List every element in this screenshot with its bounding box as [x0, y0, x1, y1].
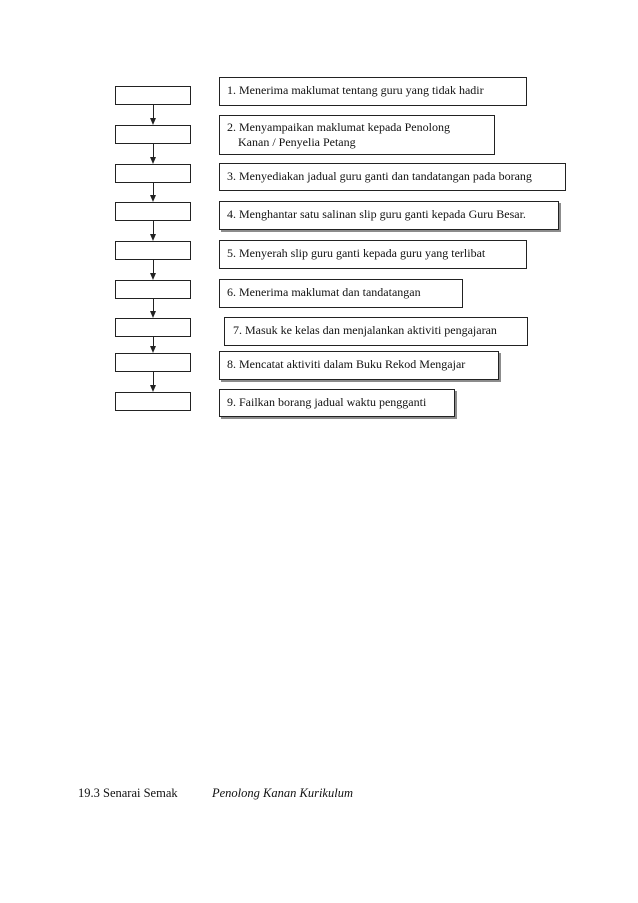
- connector-7: [153, 337, 154, 346]
- step-9-text: 9. Failkan borang jadual waktu pengganti: [227, 395, 427, 409]
- connector-6: [153, 299, 154, 311]
- flow-box-5: [115, 241, 191, 260]
- section-heading: 19.3 Senarai Semak Penolong Kanan Kurikul…: [78, 786, 353, 801]
- step-4-text: 4. Menghantar satu salinan slip guru gan…: [227, 207, 526, 221]
- flow-box-1: [115, 86, 191, 105]
- connector-3: [153, 183, 154, 195]
- section-number-title: 19.3 Senarai Semak: [78, 786, 178, 800]
- step-7: 7. Masuk ke kelas dan menjalankan aktivi…: [224, 317, 528, 346]
- step-1: 1. Menerima maklumat tentang guru yang t…: [219, 77, 527, 106]
- step-2-line2: Kanan / Penyelia Petang: [238, 135, 356, 149]
- step-6-text: 6. Menerima maklumat dan tandatangan: [227, 285, 421, 299]
- step-5-text: 5. Menyerah slip guru ganti kepada guru …: [227, 246, 486, 260]
- arrowhead-4: [150, 234, 156, 241]
- connector-8: [153, 372, 154, 385]
- flow-box-8: [115, 353, 191, 372]
- step-2-line1: 2. Menyampaikan maklumat kepada Penolong: [227, 120, 450, 134]
- flow-box-4: [115, 202, 191, 221]
- step-8: 8. Mencatat aktiviti dalam Buku Rekod Me…: [219, 351, 499, 380]
- step-7-text: 7. Masuk ke kelas dan menjalankan aktivi…: [233, 323, 497, 337]
- arrowhead-6: [150, 311, 156, 318]
- step-5: 5. Menyerah slip guru ganti kepada guru …: [219, 240, 527, 269]
- connector-1: [153, 105, 154, 118]
- step-4: 4. Menghantar satu salinan slip guru gan…: [219, 201, 559, 230]
- step-2: 2. Menyampaikan maklumat kepada Penolong…: [219, 115, 495, 155]
- arrowhead-7: [150, 346, 156, 353]
- arrowhead-8: [150, 385, 156, 392]
- section-subtitle: Penolong Kanan Kurikulum: [212, 786, 353, 800]
- connector-2: [153, 144, 154, 157]
- arrowhead-2: [150, 157, 156, 164]
- arrowhead-3: [150, 195, 156, 202]
- flow-box-2: [115, 125, 191, 144]
- step-6: 6. Menerima maklumat dan tandatangan: [219, 279, 463, 308]
- flow-box-6: [115, 280, 191, 299]
- connector-4: [153, 221, 154, 234]
- step-3: 3. Menyediakan jadual guru ganti dan tan…: [219, 163, 566, 191]
- arrowhead-5: [150, 273, 156, 280]
- flow-box-3: [115, 164, 191, 183]
- step-9: 9. Failkan borang jadual waktu pengganti: [219, 389, 455, 417]
- connector-5: [153, 260, 154, 273]
- step-1-text: 1. Menerima maklumat tentang guru yang t…: [227, 83, 484, 97]
- flow-box-7: [115, 318, 191, 337]
- step-3-text: 3. Menyediakan jadual guru ganti dan tan…: [227, 169, 532, 183]
- step-8-text: 8. Mencatat aktiviti dalam Buku Rekod Me…: [227, 357, 466, 371]
- flow-box-9: [115, 392, 191, 411]
- arrowhead-1: [150, 118, 156, 125]
